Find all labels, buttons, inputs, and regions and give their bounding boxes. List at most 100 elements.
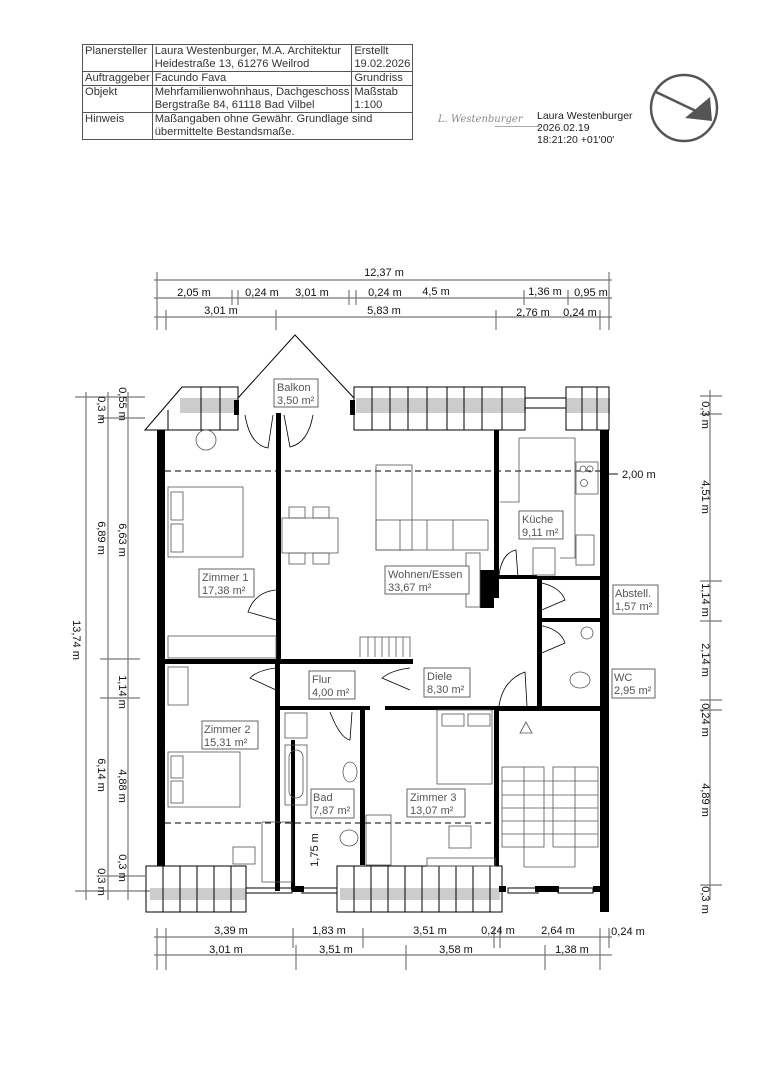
svg-text:WC: WC	[614, 672, 632, 684]
doors	[244, 414, 566, 741]
svg-text:9,11 m²: 9,11 m²	[522, 527, 559, 539]
svg-text:0,24 m: 0,24 m	[481, 925, 515, 937]
svg-text:0,3 m: 0,3 m	[699, 401, 711, 429]
height-line	[165, 470, 600, 824]
label-auftraggeber: Auftraggeber	[82, 71, 153, 86]
label-objekt: Objekt	[82, 85, 153, 113]
svg-text:0,24 m: 0,24 m	[245, 287, 279, 299]
svg-text:2,00 m: 2,00 m	[622, 469, 656, 481]
svg-text:2,14 m: 2,14 m	[699, 643, 711, 677]
furniture	[167, 429, 599, 883]
svg-text:6,89 m: 6,89 m	[95, 521, 107, 555]
svg-text:1,38 m: 1,38 m	[555, 944, 589, 956]
balcony	[237, 334, 355, 399]
svg-text:1,14 m: 1,14 m	[116, 675, 128, 709]
svg-text:1,57 m²: 1,57 m²	[615, 601, 653, 613]
room-zimmer-1: Zimmer 117,38 m²	[198, 568, 255, 598]
svg-text:1,83 m: 1,83 m	[312, 925, 346, 937]
svg-text:33,67 m²: 33,67 m²	[388, 582, 432, 594]
svg-text:0,3 m: 0,3 m	[95, 868, 107, 896]
walls	[157, 400, 609, 912]
roof-band-bottom	[145, 865, 594, 913]
svg-text:0,3 m: 0,3 m	[95, 396, 107, 424]
signature-date: 2026.02.19	[537, 122, 590, 134]
room-wc: WC2,95 m²	[611, 668, 656, 699]
svg-text:1,75 m: 1,75 m	[309, 833, 321, 867]
svg-text:3,01 m: 3,01 m	[209, 944, 243, 956]
svg-text:4,89 m: 4,89 m	[699, 783, 711, 817]
svg-text:6,14 m: 6,14 m	[95, 758, 107, 792]
svg-text:0,24 m: 0,24 m	[563, 307, 597, 319]
svg-text:17,38 m²: 17,38 m²	[202, 585, 246, 597]
svg-text:Wohnen/Essen: Wohnen/Essen	[388, 569, 462, 581]
title-block: Planersteller Laura Westenburger, M.A. A…	[82, 44, 414, 140]
dimension-lines	[75, 272, 722, 970]
svg-text:5,83 m: 5,83 m	[367, 305, 401, 317]
svg-text:Diele: Diele	[427, 671, 452, 683]
svg-text:4,00 m²: 4,00 m²	[312, 687, 350, 699]
svg-text:3,50 m²: 3,50 m²	[277, 395, 315, 407]
svg-text:0,55 m: 0,55 m	[116, 387, 128, 421]
svg-text:2,95 m²: 2,95 m²	[614, 685, 652, 697]
svg-text:1,14 m: 1,14 m	[699, 583, 711, 617]
svg-text:Küche: Küche	[522, 514, 553, 526]
svg-text:2,76 m: 2,76 m	[516, 307, 550, 319]
svg-text:0,24 m: 0,24 m	[699, 703, 711, 737]
signer-name: Laura Westenburger	[537, 110, 633, 122]
svg-text:2,05 m: 2,05 m	[177, 287, 211, 299]
room-zimmer-3: Zimmer 313,07 m²	[406, 788, 466, 818]
roof-band-top	[143, 386, 610, 431]
label-planersteller: Planersteller	[82, 44, 153, 72]
svg-text:15,31 m²: 15,31 m²	[204, 737, 248, 749]
svg-text:3,58 m: 3,58 m	[439, 944, 473, 956]
svg-text:6,63 m: 6,63 m	[116, 523, 128, 557]
svg-text:0,24 m: 0,24 m	[611, 926, 645, 938]
digital-signature-info: Laura Westenburger 2026.02.19 18:21:20 +…	[537, 110, 633, 146]
signature-time: 18:21:20 +01'00'	[537, 134, 615, 146]
room-zimmer-2: Zimmer 215,31 m²	[201, 720, 259, 750]
svg-text:4,5 m: 4,5 m	[422, 286, 450, 298]
svg-text:8,30 m²: 8,30 m²	[427, 684, 465, 696]
svg-text:Zimmer 1: Zimmer 1	[202, 572, 248, 584]
dimension-labels: 12,37 m 2,05 m 0,24 m 3,01 m 0,24 m 4,5 …	[70, 267, 711, 956]
svg-text:Balkon: Balkon	[277, 382, 311, 394]
svg-text:Zimmer 2: Zimmer 2	[204, 724, 250, 736]
label-hinweis: Hinweis	[82, 112, 153, 140]
svg-text:2,64 m: 2,64 m	[541, 925, 575, 937]
svg-text:12,37 m: 12,37 m	[364, 267, 404, 279]
svg-text:Abstell.: Abstell.	[615, 588, 651, 600]
svg-text:0,3 m: 0,3 m	[116, 854, 128, 882]
north-arrow-icon	[649, 73, 719, 143]
svg-text:13,74 m: 13,74 m	[70, 620, 82, 660]
handwritten-signature: L. Westenburger	[438, 114, 523, 125]
svg-text:Bad: Bad	[313, 792, 333, 804]
svg-text:1,36 m: 1,36 m	[528, 286, 562, 298]
svg-text:3,01 m: 3,01 m	[295, 287, 329, 299]
svg-text:4,88 m: 4,88 m	[116, 769, 128, 803]
svg-text:Flur: Flur	[312, 674, 331, 686]
svg-text:4,51 m: 4,51 m	[699, 480, 711, 514]
svg-text:0,24 m: 0,24 m	[368, 287, 402, 299]
svg-text:0,3 m: 0,3 m	[699, 886, 711, 914]
svg-text:0,95 m: 0,95 m	[574, 287, 608, 299]
svg-text:3,51 m: 3,51 m	[413, 925, 447, 937]
svg-text:Zimmer 3: Zimmer 3	[410, 792, 456, 804]
plan-type: Grundriss	[351, 71, 414, 86]
svg-text:3,51 m: 3,51 m	[319, 944, 353, 956]
svg-text:7,87 m²: 7,87 m²	[313, 805, 351, 817]
svg-text:3,39 m: 3,39 m	[214, 925, 248, 937]
signature-line	[495, 126, 540, 127]
svg-text:13,07 m²: 13,07 m²	[410, 805, 454, 817]
